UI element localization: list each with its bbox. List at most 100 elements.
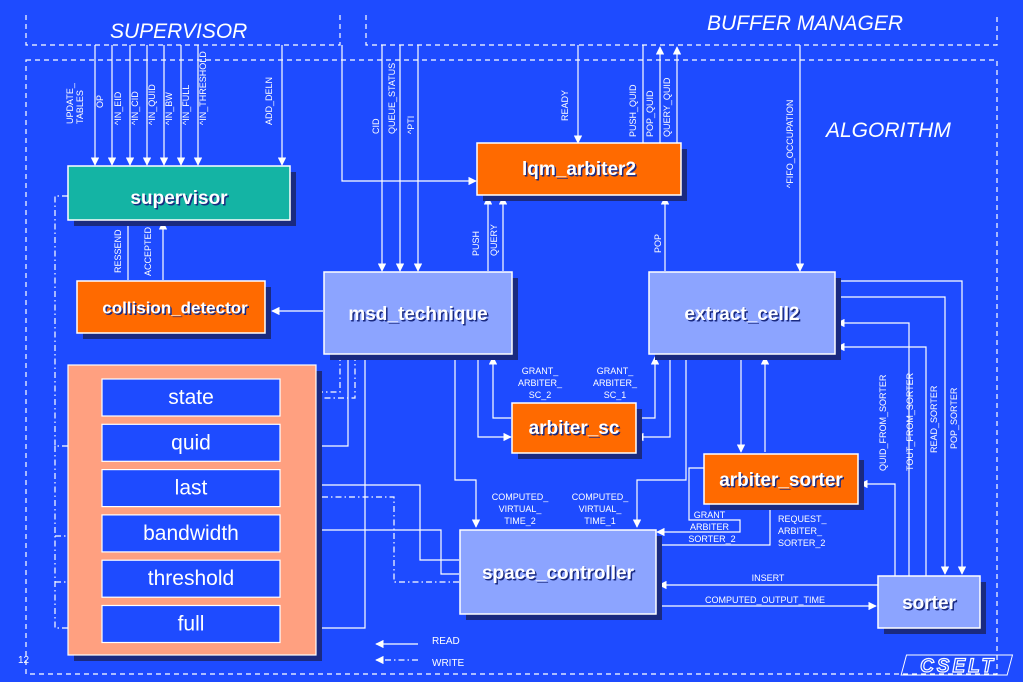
algorithm-region-label: ALGORITHM xyxy=(824,119,951,142)
table-state[interactable]: state xyxy=(101,378,281,417)
read-wires xyxy=(90,45,967,649)
signal-ready: READY xyxy=(560,90,570,121)
table-last-label: last xyxy=(175,477,208,500)
signal-computed-virtual-time-1-line3: TIME_1 xyxy=(584,516,616,526)
signal-request-arbiter-sorter-2-line3: SORTER_2 xyxy=(778,538,825,548)
supervisor-block[interactable]: supervisor supervisor xyxy=(67,165,296,226)
signal-in-bw: ^IN_BW xyxy=(164,92,174,125)
table-threshold-label: threshold xyxy=(148,567,234,590)
region-frames xyxy=(25,15,998,675)
space-controller-shadow-text: space_controller xyxy=(483,565,636,586)
signal-queue-status: QUEUE_STATUS xyxy=(387,63,397,134)
signal-in-full: ^IN_FULL xyxy=(181,85,191,125)
signal-query-quid: QUERY_QUID xyxy=(662,77,672,137)
table-quid[interactable]: quid xyxy=(101,423,281,462)
lqm-arbiter2-shadow-text: lqm_arbiter2 xyxy=(523,161,637,182)
extract-cell2-block[interactable]: extract_cell2 extract_cell2 xyxy=(648,271,841,360)
signal-cid: CID xyxy=(371,118,381,134)
arbiter-sorter-block[interactable]: arbiter_sorter arbiter_sorter xyxy=(703,453,864,510)
signal-pop-sorter: POP_SORTER xyxy=(949,387,959,449)
signal-insert: INSERT xyxy=(752,573,785,583)
table-quid-label: quid xyxy=(171,431,211,454)
table-full-label: full xyxy=(178,613,205,636)
collision-detector-block[interactable]: collision_detector collision_detector xyxy=(76,280,271,339)
signal-in-threshold: ^IN_THRESHOLD xyxy=(198,51,208,125)
table-bandwidth[interactable]: bandwidth xyxy=(101,514,281,553)
lqm-arbiter2-block[interactable]: lqm_arbiter2 lqm_arbiter2 xyxy=(476,142,687,201)
collision-detector-shadow-text: collision_detector xyxy=(104,300,250,319)
signal-ressend: RESSEND xyxy=(113,229,123,273)
extract-cell2-label: extract_cell2 xyxy=(684,304,799,325)
supervisor-region-label: SUPERVISOR xyxy=(110,20,247,43)
signal-update-tables-line1: UPDATE_ xyxy=(65,82,75,124)
arbiter-sorter-label: arbiter_sorter xyxy=(719,470,843,491)
table-state-cell xyxy=(101,378,281,417)
table-full-cell xyxy=(101,604,281,644)
signal-in-cid: ^IN_CID xyxy=(130,91,140,125)
supervisor-block-label: supervisor xyxy=(130,188,228,209)
supervisor-block-shadow-text: supervisor xyxy=(132,190,230,211)
signal-computed-virtual-time-1-line1: COMPUTED_ xyxy=(572,492,629,502)
arbiter-sc-shadow-text: arbiter_sc xyxy=(530,420,621,441)
signal-computed-output-time: COMPUTED_OUTPUT_TIME xyxy=(705,595,825,605)
msd-technique-label: msd_technique xyxy=(348,304,487,325)
signal-tout-from-sorter: TOUT_FROM_SORTER xyxy=(905,372,915,471)
arbiter-sc-label: arbiter_sc xyxy=(529,418,620,439)
collision-detector-label: collision_detector xyxy=(102,298,248,317)
table-last-cell xyxy=(101,469,281,508)
signal-grant-arbiter-sorter-2-line3: SORTER_2 xyxy=(688,534,735,544)
signal-quid-from-sorter: QUID_FROM_SORTER xyxy=(878,374,888,471)
signal-in-eid: ^IN_EID xyxy=(113,91,123,125)
signal-pti: ^PTI xyxy=(406,116,416,134)
signal-grant-arbiter-sc-1-line3: SC_1 xyxy=(604,390,627,400)
signal-computed-virtual-time-2-line2: VIRTUAL_ xyxy=(499,504,543,514)
sorter-shadow-text: sorter xyxy=(904,595,958,616)
table-last[interactable]: last xyxy=(101,469,281,508)
signal-add-deln: ADD_DELN xyxy=(264,77,274,125)
signal-request-arbiter-sorter-2-line1: REQUEST_ xyxy=(778,514,828,524)
msd-technique-block[interactable]: msd_technique msd_technique xyxy=(323,271,518,360)
table-bandwidth-cell xyxy=(101,514,281,553)
signal-computed-virtual-time-2-line1: COMPUTED_ xyxy=(492,492,549,502)
signal-grant-arbiter-sc-2-line2: ARBITER_ xyxy=(518,378,563,388)
signal-update-tables-line2: TABLES xyxy=(75,90,85,124)
legend-write-label: WRITE xyxy=(432,658,465,669)
lqm-arbiter2-label: lqm_arbiter2 xyxy=(522,159,636,180)
signal-read-sorter: READ_SORTER xyxy=(929,385,939,453)
signal-pop: POP xyxy=(653,234,663,253)
table-threshold[interactable]: threshold xyxy=(101,559,281,598)
signal-push-quid: PUSH_QUID xyxy=(628,84,638,137)
signal-fifo-occupation: ^FIFO_OCCUPATION xyxy=(785,100,795,188)
cselt-logo: CSELT xyxy=(900,654,1014,678)
sorter-block[interactable]: sorter sorter xyxy=(877,575,986,634)
signal-request-arbiter-sorter-2-line2: ARBITER_ xyxy=(778,526,823,536)
sorter-label: sorter xyxy=(902,593,956,614)
table-bandwidth-label: bandwidth xyxy=(143,522,239,545)
signal-computed-virtual-time-2-line3: TIME_2 xyxy=(504,516,536,526)
table-quid-cell xyxy=(101,423,281,462)
arbiter-sorter-shadow-text: arbiter_sorter xyxy=(721,472,845,493)
buffer-manager-region-label: BUFFER MANAGER xyxy=(707,12,903,35)
space-controller-block[interactable]: space_controller space_controller xyxy=(459,529,662,620)
cselt-logo-text: CSELT xyxy=(920,656,996,677)
table-full[interactable]: full xyxy=(101,604,281,644)
signal-grant-arbiter-sc-2-line1: GRANT_ xyxy=(522,366,560,376)
signal-grant-arbiter-sc-1-line2: ARBITER_ xyxy=(593,378,638,388)
signal-query: QUERY xyxy=(489,224,499,256)
signal-op: OP xyxy=(95,95,105,108)
table-state-label: state xyxy=(168,386,214,409)
page-number: 12 xyxy=(18,655,30,666)
signal-in-quid: ^IN_QUID xyxy=(147,84,157,125)
signal-push: PUSH xyxy=(471,231,481,256)
signal-computed-virtual-time-1-line2: VIRTUAL_ xyxy=(579,504,623,514)
signal-grant-arbiter-sorter-2-line1: GRANT_ xyxy=(694,510,732,520)
arbiter-sc-block[interactable]: arbiter_sc arbiter_sc xyxy=(511,402,642,459)
space-controller-label: space_controller xyxy=(482,563,635,584)
signal-grant-arbiter-sc-1-line1: GRANT_ xyxy=(597,366,635,376)
signal-pop-quid: POP_QUID xyxy=(645,90,655,137)
signal-grant-arbiter-sorter-2-line2: ARBITER_ xyxy=(690,522,735,532)
signal-accepted: ACCEPTED xyxy=(143,226,153,276)
legend-read-label: READ xyxy=(432,636,460,647)
signal-grant-arbiter-sc-2-line3: SC_2 xyxy=(529,390,552,400)
